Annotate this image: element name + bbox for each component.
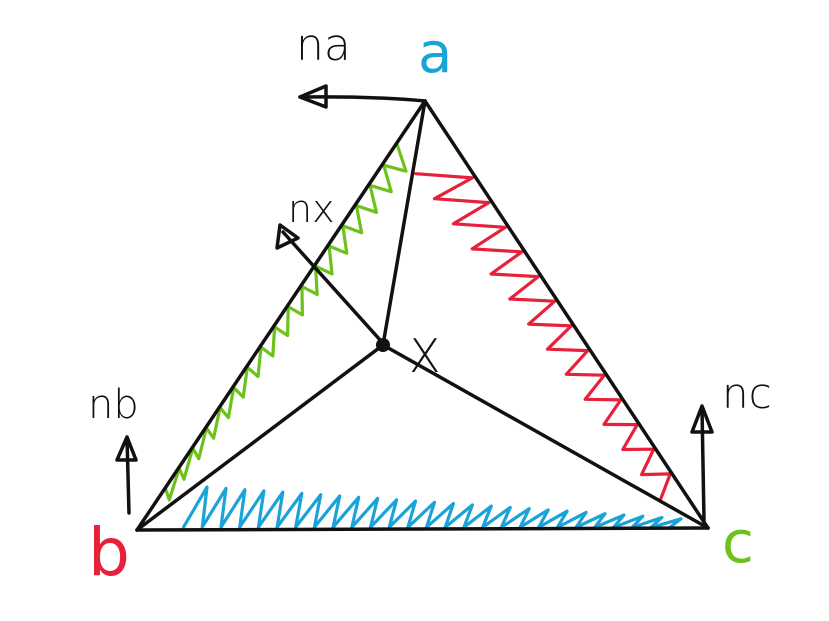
vertex-a-label: a — [418, 21, 452, 86]
edge-ab — [135, 99, 427, 532]
point-x-label: X — [409, 329, 441, 383]
vertex-b-label: b — [88, 514, 130, 591]
interior-lines — [135, 99, 710, 532]
hatch-stroke — [182, 485, 683, 530]
region-abx-hatching — [163, 143, 408, 502]
edge-bc — [135, 526, 710, 532]
normal-x-arrow — [275, 223, 383, 343]
normal-c-label: nc — [722, 369, 772, 418]
region-bcx-hatching — [182, 485, 683, 530]
line-b-x — [135, 343, 385, 532]
normal-c-arrow — [690, 404, 714, 522]
line-a-x — [381, 99, 427, 347]
triangle-outline — [135, 99, 710, 532]
normal-x-label: nx — [288, 187, 335, 231]
hatch-stroke — [163, 143, 408, 502]
normal-b-label: nb — [88, 382, 139, 428]
normal-b-arrow — [115, 435, 138, 515]
normal-a-arrow — [298, 84, 427, 109]
normal-a-label: na — [296, 20, 351, 71]
region-acx-hatching — [414, 172, 672, 502]
edge-ac — [423, 99, 710, 530]
line-c-x — [381, 343, 710, 530]
hatch-stroke — [414, 172, 672, 502]
vertex-c-label: c — [722, 508, 754, 576]
